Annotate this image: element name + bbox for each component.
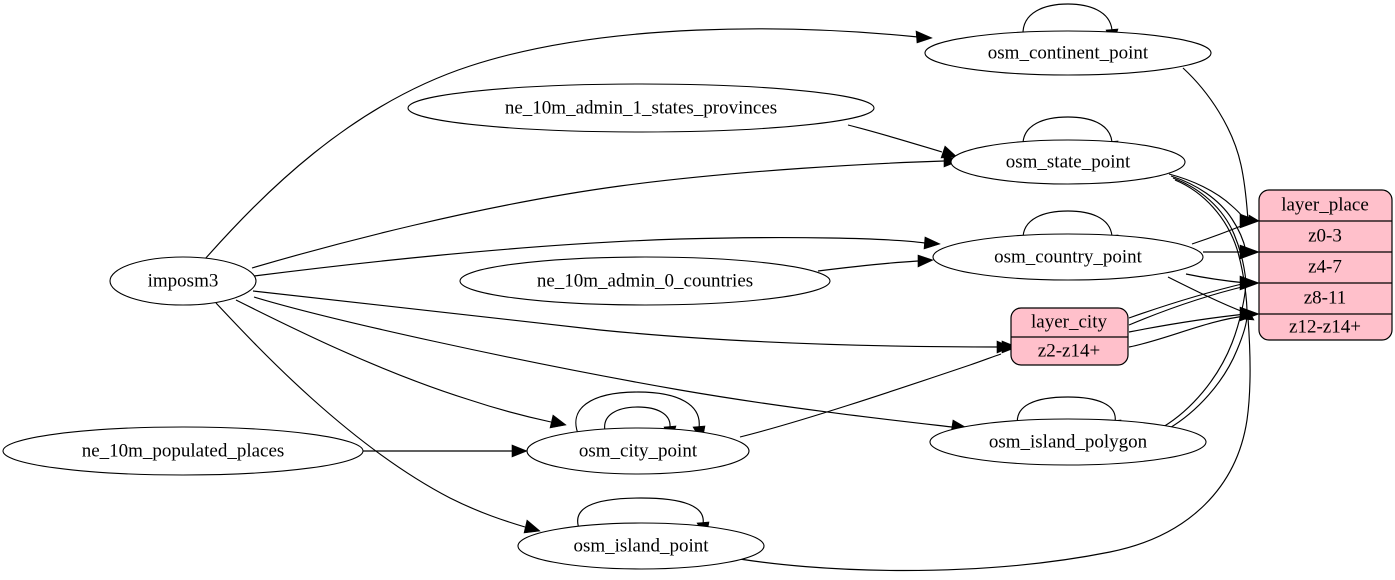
node-label: ne_10m_admin_0_countries <box>537 270 753 291</box>
record-row-z0-3: z0-3 <box>1308 225 1342 246</box>
record-row-z4-7: z4-7 <box>1308 256 1342 277</box>
arrowhead-icon <box>1239 275 1260 291</box>
arrowhead-icon <box>549 414 567 429</box>
edge-imposm3-to-osm_island_polygon <box>253 296 953 428</box>
record-row-z8-11: z8-11 <box>1304 287 1347 308</box>
node-shape-ellipse <box>407 83 875 133</box>
edge-layer_city-to-layer_place-z8-11 <box>1128 282 1247 319</box>
arrowhead-icon <box>1239 244 1260 260</box>
node-shape-ellipse <box>924 30 1212 76</box>
node-label: osm_state_point <box>1006 151 1131 172</box>
edge-osm_country_point-to-layer_place-z12-z14 <box>1167 276 1247 314</box>
node-label: osm_island_polygon <box>989 431 1148 452</box>
edge-osm_island_point-to-layer_place-z12-z14 <box>721 317 1251 572</box>
node-shape-ellipse <box>109 256 257 306</box>
edge-self-loop-osm_island_polygon <box>1016 396 1116 428</box>
arrowhead-icon <box>523 519 541 534</box>
node-osm_city_point[interactable]: osm_city_point <box>526 427 750 475</box>
edge-osm_continent_point-to-layer_place-z0-3 <box>1182 67 1249 221</box>
node-label: osm_country_point <box>994 246 1142 267</box>
node-shape-ellipse <box>517 522 765 570</box>
node-label: ne_10m_admin_1_states_provinces <box>505 97 777 118</box>
edge-osm_island_polygon-to-layer_place-z12-z14 <box>1167 314 1248 430</box>
edge-osm_state_point-to-layer_place-z4-7 <box>1170 175 1247 252</box>
record-row-title: layer_place <box>1281 194 1369 215</box>
record-row-z12-z14: z12-z14+ <box>1289 316 1361 337</box>
edge-imposm3-to-layer_city <box>252 290 1003 348</box>
node-ne_10m_populated_places[interactable]: ne_10m_populated_places <box>2 426 364 476</box>
edge-layer <box>204 3 1261 572</box>
arrowhead-icon <box>915 30 933 44</box>
arrowhead-icon <box>923 236 941 250</box>
node-shape-ellipse <box>950 139 1186 185</box>
edge-osm_city_point-to-layer_city-z2-z14 <box>739 353 1002 438</box>
arrowhead-icon <box>1239 213 1260 229</box>
record-node-layer: layer_place z0-3 z4-7 z8-11 z12-z14+ lay… <box>1010 189 1393 366</box>
edge-imposm3-to-osm_island_point <box>215 302 526 528</box>
node-label: ne_10m_populated_places <box>82 440 285 461</box>
edge-imposm3-to-osm_state_point <box>251 160 945 269</box>
record-node-layer_city[interactable]: layer_city z2-z14+ <box>1010 307 1129 366</box>
node-label: osm_continent_point <box>988 42 1149 63</box>
node-shape-ellipse <box>929 418 1207 466</box>
edge-ne_countries-to-osm_country_point <box>817 260 919 272</box>
arrowhead-icon <box>1239 306 1260 322</box>
node-layer: imposm3 ne_10m_admin_1_states_provinces … <box>2 30 1212 570</box>
arrowhead-icon <box>996 340 1012 354</box>
edge-imposm3-to-osm_country_point <box>253 237 926 277</box>
edge-osm_state_point-to-layer_place-z12-z14 <box>1174 179 1248 314</box>
node-osm_country_point[interactable]: osm_country_point <box>932 233 1204 281</box>
edge-layer_city-to-layer_place-z12-z14 <box>1128 313 1247 333</box>
node-osm_state_point[interactable]: osm_state_point <box>950 139 1186 185</box>
node-shape-ellipse <box>459 256 831 306</box>
record-box <box>1258 189 1393 341</box>
edge-imposm3-to-osm_continent_point <box>204 28 919 260</box>
node-osm_island_point[interactable]: osm_island_point <box>517 522 765 570</box>
edge-osm_island_polygon-to-layer_place-z8-11 <box>1162 283 1247 428</box>
node-imposm3[interactable]: imposm3 <box>109 256 257 306</box>
edge-self-loop-osm_state_point <box>1022 116 1113 147</box>
node-ne_10m_admin_1_states_provinces[interactable]: ne_10m_admin_1_states_provinces <box>407 83 875 133</box>
edge-layer_city-to-layer_place-z12-z14-b <box>1128 315 1247 348</box>
edge-self-loop-osm_city_point-outer <box>575 391 700 437</box>
node-label: osm_city_point <box>579 440 698 461</box>
record-row-title: layer_city <box>1031 311 1107 332</box>
node-label: osm_island_point <box>573 535 709 556</box>
edge-self-loop-osm_city_point-inner <box>604 406 671 432</box>
node-shape-ellipse <box>2 426 364 476</box>
node-shape-ellipse <box>932 233 1204 281</box>
edge-imposm3-to-osm_city_point <box>235 299 552 423</box>
edge-ne_states_provinces-to-osm_state_point <box>847 124 943 153</box>
edge-osm_state_point-to-layer_place-z8-11 <box>1172 177 1247 283</box>
node-osm_continent_point[interactable]: osm_continent_point <box>924 30 1212 76</box>
edge-self-loop-osm_continent_point <box>1022 3 1113 36</box>
arrowhead-icon <box>940 145 958 159</box>
node-label: imposm3 <box>148 270 219 291</box>
edge-osm_country_point-to-layer_place-z0-3 <box>1191 223 1247 245</box>
edge-layer_city-to-layer_place-z8-11-b <box>1128 285 1247 326</box>
edge-self-loop-osm_island_point <box>577 497 704 532</box>
node-ne_10m_admin_0_countries[interactable]: ne_10m_admin_0_countries <box>459 256 831 306</box>
node-shape-ellipse <box>526 427 750 475</box>
edge-self-loop-osm_country_point <box>1022 210 1113 241</box>
record-row-z2-z14: z2-z14+ <box>1038 340 1100 361</box>
edge-osm_country_point-to-layer_place-z8-11 <box>1185 273 1247 284</box>
record-node-layer_place[interactable]: layer_place z0-3 z4-7 z8-11 z12-z14+ <box>1258 189 1393 341</box>
arrowhead-icon <box>917 254 934 268</box>
arrowhead-icon <box>511 444 528 458</box>
node-osm_island_polygon[interactable]: osm_island_polygon <box>929 418 1207 466</box>
